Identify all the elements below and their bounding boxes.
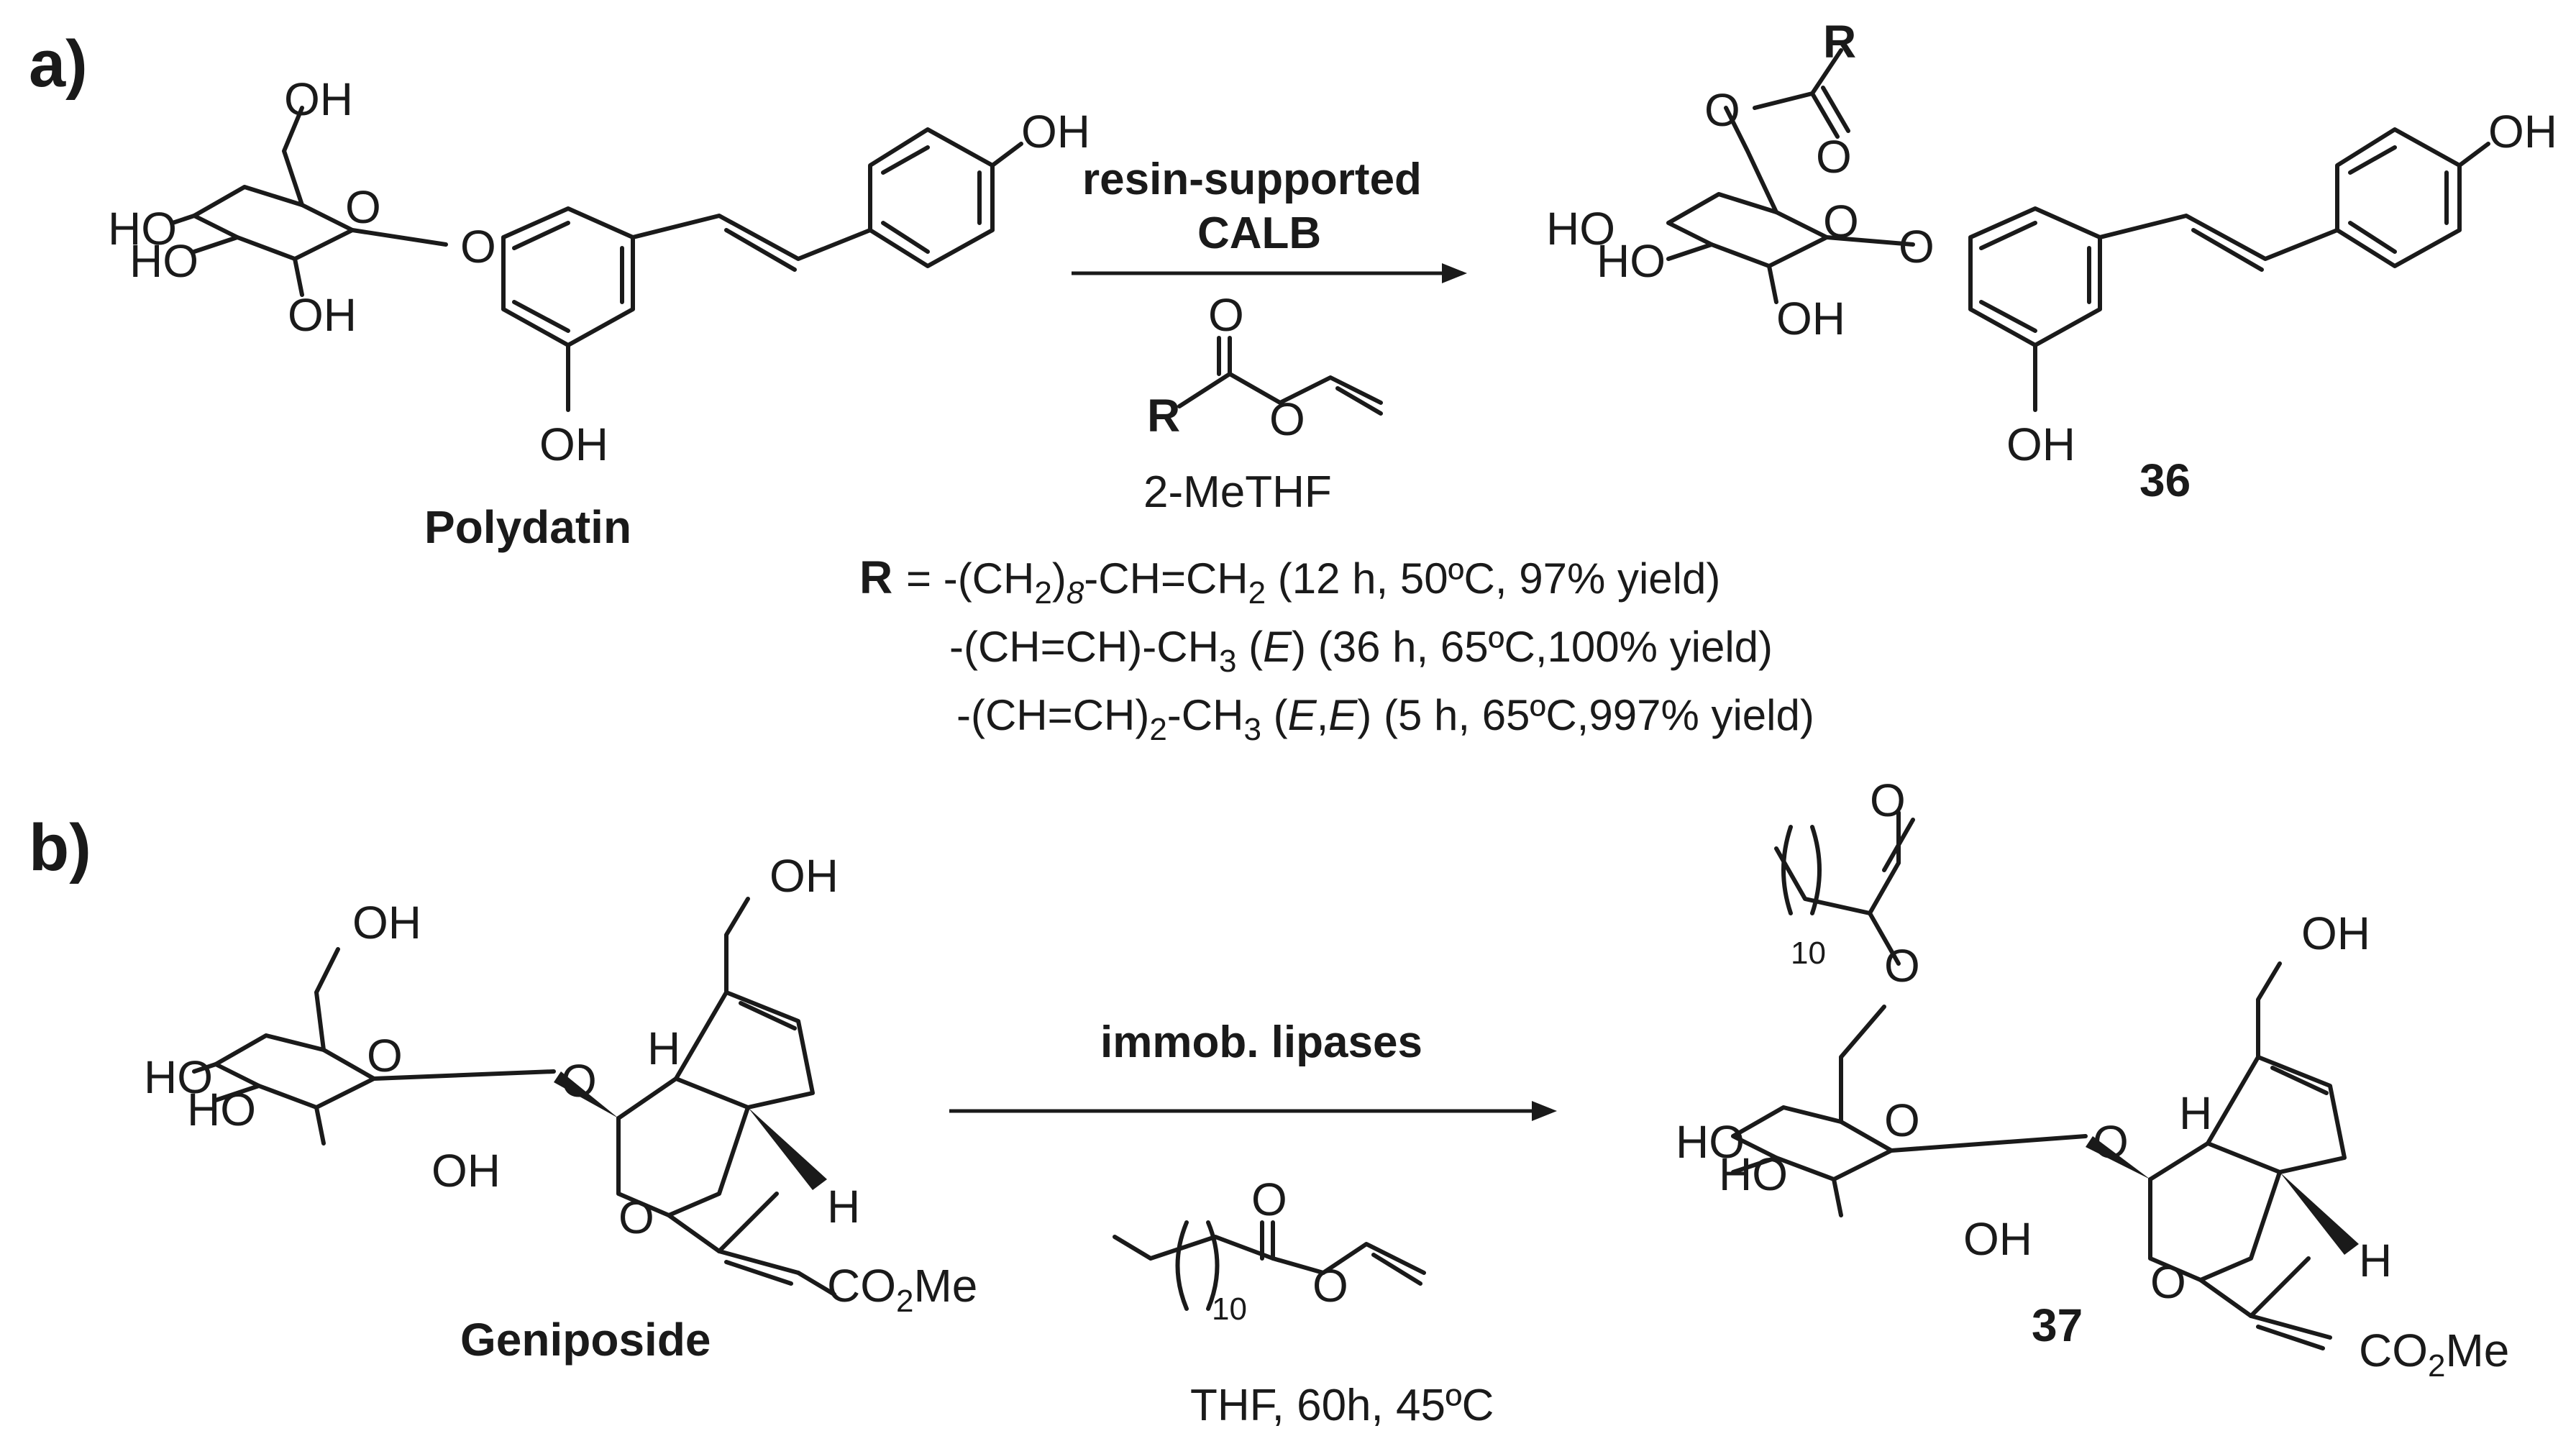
polydatin-label: Polydatin xyxy=(424,501,631,553)
atom-oh: OH xyxy=(2006,419,2075,470)
compound-36-label: 36 xyxy=(2139,454,2191,506)
ester-co2me: CO2Me xyxy=(827,1260,977,1319)
atom-ho: HO xyxy=(144,1051,213,1103)
atom-ho: HO xyxy=(1719,1148,1788,1200)
atom-oh: OH xyxy=(288,289,357,341)
atom-o: O xyxy=(1251,1174,1287,1225)
atom-h: H xyxy=(647,1023,680,1074)
atom-ho: HO xyxy=(1597,235,1666,287)
atom-h: H xyxy=(2179,1087,2212,1139)
panel-b-label: b) xyxy=(29,811,91,884)
atom-ho: HO xyxy=(129,235,198,287)
atom-oh: OH xyxy=(352,897,421,948)
atom-o: O xyxy=(561,1055,597,1107)
product-r-label: R xyxy=(1823,16,1856,68)
panel-a-label: a) xyxy=(29,27,88,101)
atom-ho: HO xyxy=(1676,1116,1745,1168)
vinyl-ester-a: O O xyxy=(1177,289,1383,445)
atom-o: O xyxy=(2093,1116,2129,1168)
ester-co2me: CO2Me xyxy=(2359,1325,2509,1384)
r-option-2: -(CH=CH)-CH3 (E) (36 h, 65ºC,100% yield) xyxy=(949,623,1773,679)
atom-oh: OH xyxy=(431,1145,501,1197)
reagent-a-line1: resin-supported xyxy=(1082,155,1422,204)
r-definition-header: R xyxy=(859,552,892,603)
chain-repeat-count: 10 xyxy=(1212,1291,1247,1327)
atom-h: H xyxy=(827,1181,860,1233)
chain-repeat-count: 10 xyxy=(1791,936,1826,971)
atom-oh: OH xyxy=(539,419,608,470)
r-option-3: -(CH=CH)2-CH3 (E,E) (5 h, 65ºC,997% yiel… xyxy=(956,691,1814,747)
atom-o: O xyxy=(1269,393,1305,445)
geniposide-structure: OH O HO HO OH O OH H H O CO2Me xyxy=(144,850,977,1319)
polydatin-structure: OH O HO HO OH O OH OH xyxy=(108,73,1090,470)
atom-o: O xyxy=(1312,1260,1348,1312)
atom-ho: HO xyxy=(187,1084,256,1135)
atom-ho: HO xyxy=(108,203,177,255)
solvent-label: 2-MeTHF xyxy=(1143,467,1332,517)
atom-ho: HO xyxy=(1546,203,1615,255)
atom-h: H xyxy=(2359,1235,2392,1286)
atom-o: O xyxy=(1823,196,1859,247)
atom-o: O xyxy=(1884,1094,1920,1146)
atom-o: O xyxy=(1870,774,1906,826)
atom-o: O xyxy=(460,221,496,273)
r-option-1: = -(CH2)8-CH=CH2 (12 h, 50ºC, 97% yield) xyxy=(906,554,1720,611)
atom-o: O xyxy=(1884,940,1920,992)
vinyl-laurate: O O 10 xyxy=(1113,1174,1426,1327)
atom-oh: OH xyxy=(1021,106,1090,157)
geniposide-label: Geniposide xyxy=(460,1314,711,1366)
atom-o: O xyxy=(1704,84,1740,136)
atom-o: O xyxy=(1208,289,1244,341)
product-37-structure: O O 10 O HO HO OH O OH H H O CO2Me xyxy=(1676,774,2509,1384)
atom-o: O xyxy=(367,1030,403,1082)
atom-oh: OH xyxy=(2301,907,2370,959)
atom-o: O xyxy=(1816,131,1852,183)
atom-o: O xyxy=(2150,1256,2186,1308)
reagent-b: immob. lipases xyxy=(1100,1018,1422,1067)
atom-o: O xyxy=(618,1192,654,1243)
atom-o: O xyxy=(345,181,381,233)
atom-o: O xyxy=(1899,221,1935,273)
atom-oh: OH xyxy=(1963,1213,2032,1265)
reagent-a-line2: CALB xyxy=(1197,209,1321,258)
conditions-b: THF, 60h, 45ºC xyxy=(1190,1381,1494,1430)
reaction-arrow-b xyxy=(949,1101,1557,1121)
reaction-arrow-a xyxy=(1072,263,1467,283)
atom-oh: OH xyxy=(2488,106,2557,157)
ester-r-label: R xyxy=(1147,390,1180,442)
product-36-structure: O O O HO HO OH O OH OH xyxy=(1546,48,2557,470)
atom-oh: OH xyxy=(769,850,839,902)
compound-37-label: 37 xyxy=(2032,1299,2083,1351)
atom-oh: OH xyxy=(284,73,353,125)
atom-oh: OH xyxy=(1776,293,1845,344)
